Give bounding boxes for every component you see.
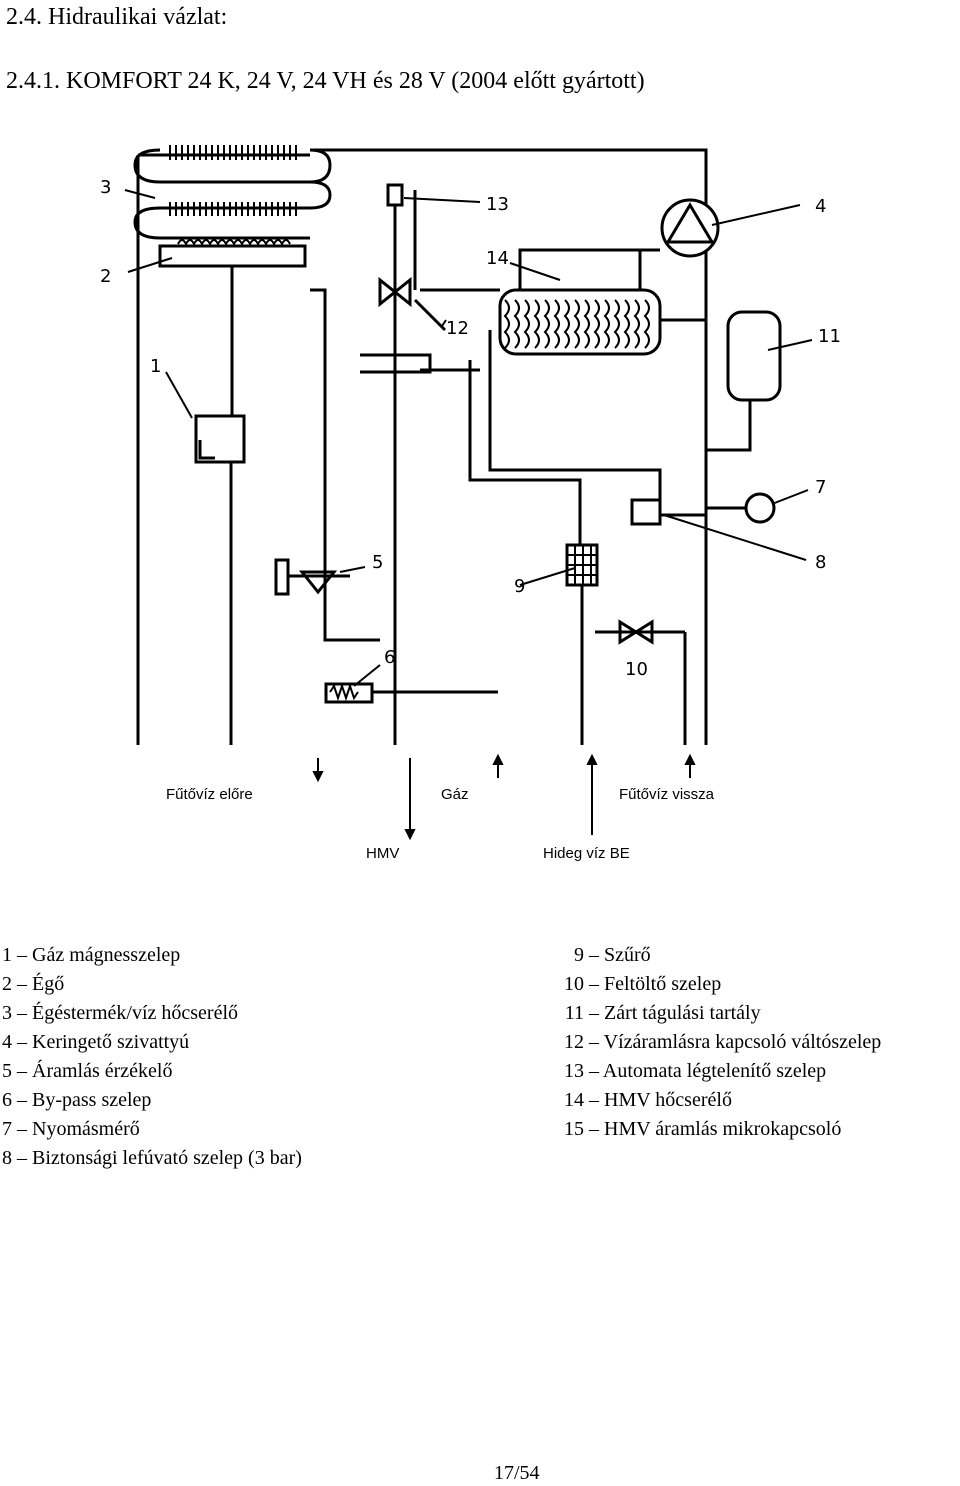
legend-item-text: Feltöltő szelep (604, 973, 722, 995)
legend-item: 11 – Zárt tágulási tartály (560, 1002, 761, 1025)
legend-item: 8 – Biztonsági lefúvató szelep (3 bar) (2, 1147, 302, 1169)
legend-item-number: 6 (2, 1089, 12, 1111)
legend-item-text: Nyomásmérő (32, 1118, 140, 1140)
legend-item-text: Égéstermék/víz hőcserélő (32, 1002, 239, 1024)
legend-item: 6 – By-pass szelep (2, 1089, 152, 1111)
legend-item-text: By-pass szelep (32, 1089, 152, 1111)
legend-item: 9 – Szűrő (560, 944, 651, 967)
connection-label-futoviz-vissza: Fűtővíz vissza (619, 786, 715, 803)
legend-item: 2 – Égő (2, 973, 65, 995)
connection-label-gaz: Gáz (441, 786, 469, 803)
legend-item: 7 – Nyomásmérő (2, 1118, 140, 1140)
legend-item-number: 3 (2, 1002, 12, 1024)
legend-item-number: 4 (2, 1031, 12, 1053)
legend-item-text: Keringető szivattyú (32, 1031, 190, 1053)
legend-item-text: Zárt tágulási tartály (604, 1002, 761, 1024)
subsection-heading: 2.4.1. KOMFORT 24 K, 24 V, 24 VH és 28 V… (6, 68, 645, 94)
callout-6: 6 (384, 647, 395, 668)
hydraulic-diagram: 1 2 3 4 5 6 7 8 9 10 11 12 13 14 (100, 145, 841, 841)
connection-label-futoviz-elore: Fűtővíz előre (166, 786, 253, 803)
legend-item-number: 7 (2, 1118, 12, 1140)
legend-item: 15 – HMV áramlás mikrokapcsoló (560, 1118, 841, 1141)
callout-9: 9 (514, 576, 525, 597)
legend-item: 4 – Keringető szivattyú (2, 1031, 190, 1053)
legend-item: 14 – HMV hőcserélő (560, 1089, 732, 1112)
legend-item-number: 12 (564, 1031, 584, 1053)
callout-8: 8 (815, 552, 826, 573)
section-heading: 2.4. Hidraulikai vázlat: (6, 4, 228, 30)
legend-item: 12 – Vízáramlásra kapcsoló váltószelep (560, 1031, 881, 1054)
legend-item-text: HMV áramlás mikrokapcsoló (604, 1118, 842, 1140)
legend-item-text: Vízáramlásra kapcsoló váltószelep (603, 1031, 882, 1053)
legend-item-number: 15 (564, 1118, 584, 1140)
connection-label-hmv: HMV (366, 845, 400, 862)
legend-item-number: 10 (564, 973, 584, 995)
callout-2: 2 (100, 266, 111, 287)
legend-item: 1 – Gáz mágnesszelep (2, 944, 181, 966)
page-number: 17/54 (494, 1462, 540, 1484)
callout-3: 3 (100, 177, 111, 198)
callout-4: 4 (815, 196, 826, 217)
callout-7: 7 (815, 477, 826, 498)
legend-item-text: Gáz mágnesszelep (32, 944, 181, 966)
callout-13: 13 (486, 194, 509, 215)
legend-item-number: 13 (564, 1060, 584, 1082)
callout-11: 11 (818, 326, 841, 347)
legend-item-number: 2 (2, 973, 12, 995)
legend-item-text: Biztonsági lefúvató szelep (3 bar) (32, 1147, 302, 1169)
legend-item-number: 11 (564, 1002, 584, 1024)
legend-item-number: 5 (2, 1060, 12, 1082)
legend-item-number: 8 (2, 1147, 12, 1169)
legend-item: 13 – Automata légtelenítő szelep (560, 1060, 826, 1083)
callout-1: 1 (150, 356, 161, 377)
legend-item-number: 1 (2, 944, 12, 966)
callout-5: 5 (372, 552, 383, 573)
legend-item-text: HMV hőcserélő (604, 1089, 732, 1111)
legend-item-text: Áramlás érzékelő (32, 1060, 173, 1082)
legend-item: 5 – Áramlás érzékelő (2, 1060, 173, 1082)
legend-item-text: Égő (32, 973, 65, 995)
legend-item: 10 – Feltöltő szelep (560, 973, 721, 996)
legend-item-text: Szűrő (604, 944, 651, 966)
callout-10: 10 (625, 659, 648, 680)
legend-item-number: 9 (574, 944, 584, 966)
callout-14: 14 (486, 248, 509, 269)
connection-label-hideg-viz: Hideg víz BE (543, 845, 630, 862)
legend-item-text: Automata légtelenítő szelep (602, 1060, 827, 1082)
callout-12: 12 (446, 318, 469, 339)
legend-item: 3 – Égéstermék/víz hőcserélő (2, 1002, 239, 1024)
legend-item-number: 14 (564, 1089, 584, 1111)
